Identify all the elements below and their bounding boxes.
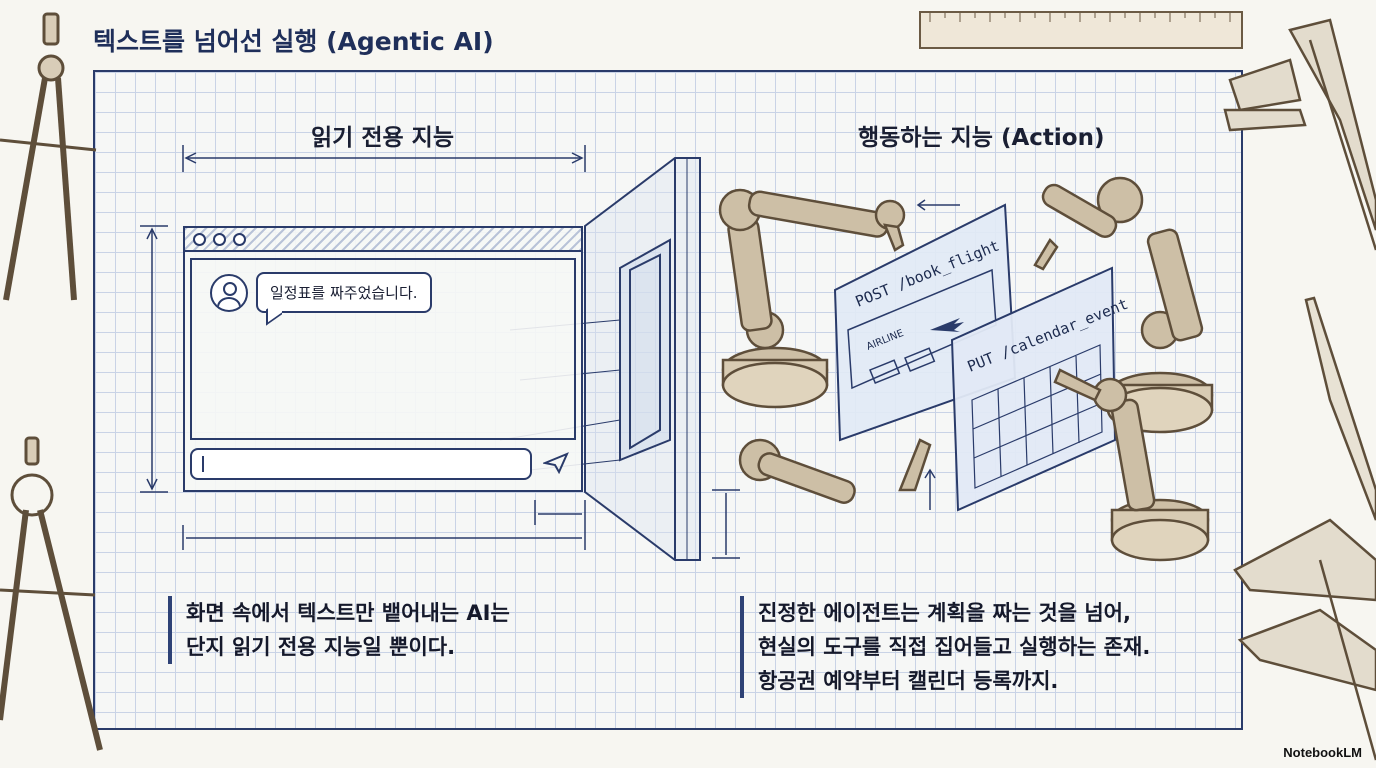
caliper-icon [1233, 518, 1376, 761]
caption-line: 진정한 에이전트는 계획을 짜는 것을 넘어, [758, 601, 1131, 625]
robot-arm-icon [718, 188, 932, 504]
chat-bubble: 일정표를 짜주었습니다. [256, 272, 432, 313]
user-avatar-icon [210, 274, 248, 312]
caliper-icon [1223, 18, 1376, 251]
brand-label: NotebookLM [1283, 745, 1362, 760]
robot-arm-icon [1033, 176, 1214, 562]
window-titlebar [185, 228, 581, 252]
caption-line: 항공권 예약부터 캘린더 등록까지. [758, 669, 1059, 693]
window-dot [233, 233, 246, 246]
compass-icon [0, 12, 97, 301]
caption-line: 현실의 도구를 직접 집어들고 실행하는 존재. [758, 635, 1151, 659]
window-dot [193, 233, 206, 246]
airplane-icon [930, 318, 964, 332]
text-caret [202, 456, 204, 472]
send-icon [543, 452, 569, 474]
chat-input [190, 448, 532, 480]
pen-icon [1304, 296, 1376, 521]
caption-line: 단지 읽기 전용 지능일 뿐이다. [186, 635, 456, 659]
page-title: 텍스트를 넘어선 실행 (Agentic AI) [93, 27, 494, 56]
compass-icon [0, 436, 103, 751]
heading-action: 행동하는 지능 (Action) [858, 125, 1105, 151]
chat-area: 일정표를 짜주었습니다. [190, 258, 576, 440]
window-dot [213, 233, 226, 246]
caption-left: 화면 속에서 텍스트만 뱉어내는 AI는 단지 읽기 전용 지능일 뿐이다. [168, 596, 510, 664]
heading-read-only: 읽기 전용 지능 [311, 125, 454, 151]
caption-right: 진정한 에이전트는 계획을 짜는 것을 넘어, 현실의 도구를 직접 집어들고 … [740, 596, 1150, 698]
chat-window: 일정표를 짜주었습니다. [183, 226, 583, 492]
ruler-icon [919, 11, 1243, 49]
dimension-lines [140, 145, 586, 550]
caption-line: 화면 속에서 텍스트만 뱉어내는 AI는 [186, 601, 510, 625]
perspective-frame [499, 157, 701, 561]
